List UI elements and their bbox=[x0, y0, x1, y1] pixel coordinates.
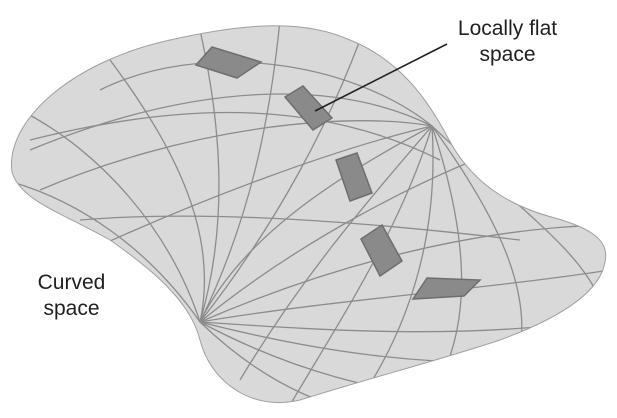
flat-patch bbox=[194, 46, 263, 79]
leader-line bbox=[314, 43, 448, 112]
grid-line bbox=[199, 39, 361, 323]
grid-line bbox=[39, 120, 433, 191]
grid-line bbox=[19, 109, 201, 323]
flat-patch bbox=[283, 85, 334, 131]
curved-space-label: Curved space bbox=[4, 270, 139, 322]
locally-flat-label-line-2: space bbox=[479, 43, 536, 66]
grid-line bbox=[89, 125, 433, 251]
grid-line bbox=[99, 61, 433, 127]
grid-line bbox=[199, 125, 433, 323]
curved-label-line-2: space bbox=[43, 297, 100, 320]
grid-line bbox=[109, 59, 206, 323]
flat-patch bbox=[411, 277, 482, 300]
grid-line bbox=[359, 125, 434, 401]
grid-line bbox=[431, 125, 523, 351]
locally-flat-space-label: Locally flat space bbox=[400, 16, 615, 68]
grid-line bbox=[199, 269, 606, 323]
grid-line bbox=[79, 215, 521, 241]
curved-label-line-1: Curved bbox=[37, 271, 106, 294]
grid-line bbox=[11, 179, 201, 323]
flat-patch bbox=[335, 152, 373, 202]
grid-line bbox=[199, 321, 381, 403]
grid-line bbox=[289, 125, 433, 403]
grid-line bbox=[239, 125, 433, 381]
grid-line bbox=[199, 25, 281, 323]
curved-surface bbox=[11, 25, 606, 403]
locally-flat-label-line-1: Locally flat bbox=[457, 17, 558, 40]
grid-line bbox=[29, 111, 441, 161]
surface-outline bbox=[11, 25, 607, 403]
flat-patch bbox=[360, 223, 403, 278]
flat-patches bbox=[194, 46, 482, 300]
